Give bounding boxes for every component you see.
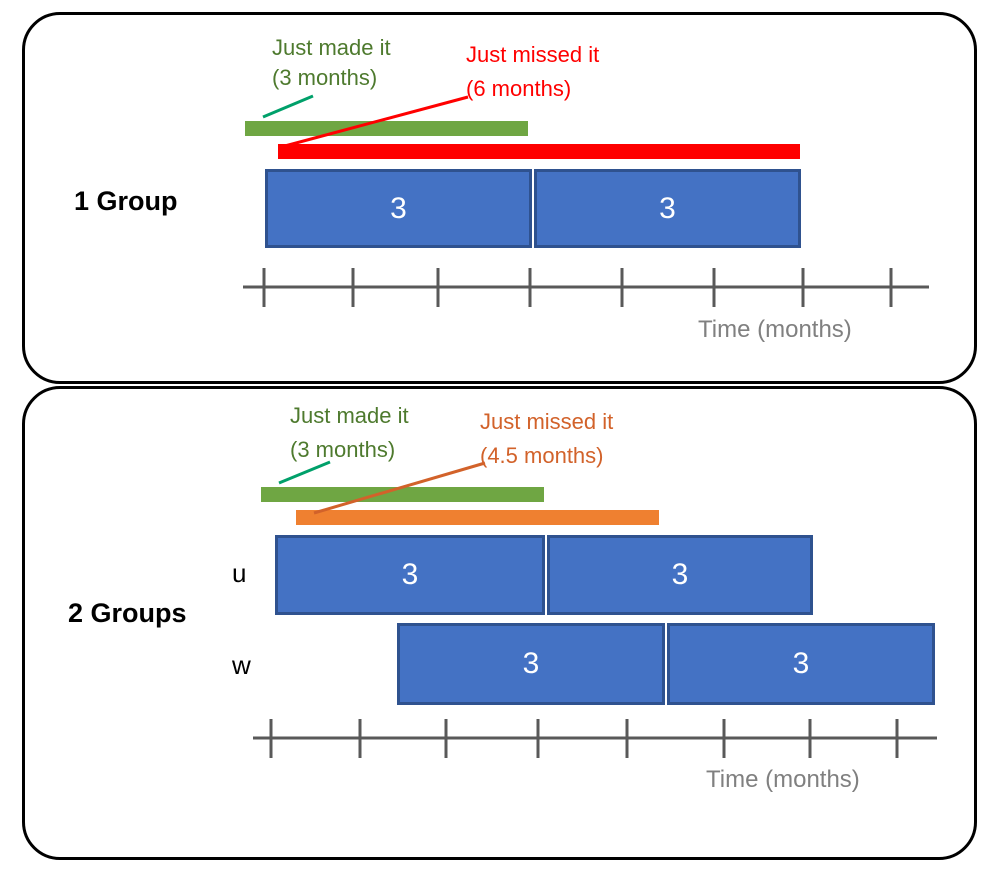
panel-1-task-2: 3	[534, 169, 801, 248]
panel-2-orange-band	[296, 510, 659, 525]
panel-2-just-made-it-label-line1: Just made it	[290, 403, 409, 428]
panel-2-task-w-1: 3	[397, 623, 665, 705]
panel-2-row-label-w: w	[232, 650, 251, 680]
panel-2-task-u-2: 3	[547, 535, 813, 615]
panel-2-task-u-1: 3	[275, 535, 545, 615]
panel-2-just-missed-it-label-line1: Just missed it	[480, 409, 614, 434]
panel-1-just-missed-it-label-line2: (6 months)	[466, 76, 572, 101]
panel-2-task-w-2: 3	[667, 623, 935, 705]
panel-1-just-made-it-label-line1: Just made it	[272, 35, 391, 60]
panel-1-green-band	[245, 121, 528, 136]
panel-2-axis-label: Time (months)	[706, 766, 860, 793]
panel-1-task-1: 3	[265, 169, 532, 248]
panel-2-row-label-u: u	[232, 558, 247, 588]
panel-2-just-made-it-label-line2: (3 months)	[290, 437, 396, 462]
panel-1-just-missed-it-label-line1: Just missed it	[466, 42, 600, 67]
panel-1-just-made-it-label-line2: (3 months)	[272, 65, 378, 90]
panel-2-title: 2 Groups	[68, 598, 187, 628]
panel-1-axis-label: Time (months)	[698, 316, 852, 343]
panel-1-red-band	[278, 144, 800, 159]
panel-2-just-missed-it-label-line2: (4.5 months)	[480, 443, 604, 468]
panel-1-title: 1 Group	[74, 186, 178, 216]
panel-2-green-band	[261, 487, 544, 502]
